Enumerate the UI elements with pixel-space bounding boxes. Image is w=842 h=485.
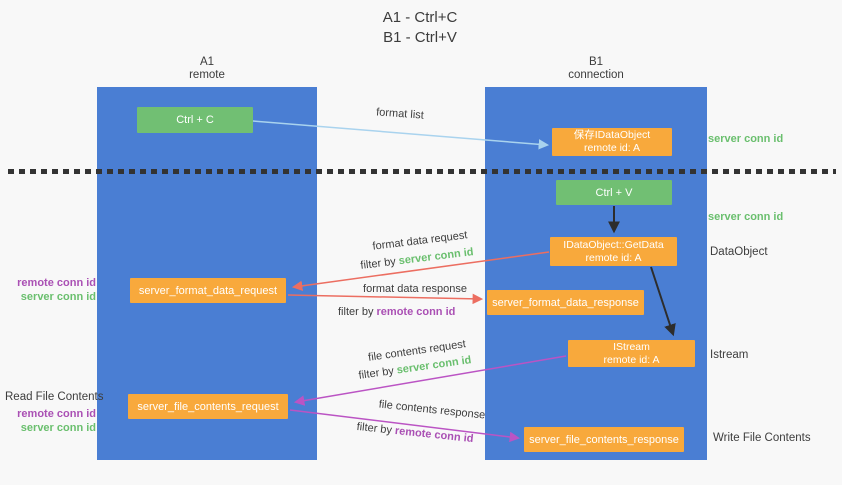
node-file-request-label: server_file_contents_request: [137, 400, 279, 413]
title-line-2: B1 - Ctrl+V: [383, 29, 457, 46]
node-ctrl-v-label: Ctrl + V: [595, 186, 633, 199]
label-read-file-contents: Read File Contents: [5, 391, 104, 403]
node-getdata-line1: IDataObject::GetData: [563, 238, 664, 251]
node-ctrl-v: Ctrl + V: [556, 180, 672, 205]
remote-conn-id-highlight: remote conn id: [394, 424, 474, 446]
filter-by-text: filter by: [338, 306, 377, 318]
node-save-idataobject-line2: remote id: A: [583, 142, 641, 154]
node-istream: IStream remote id: A: [568, 340, 695, 367]
label-istream: Istream: [710, 349, 749, 361]
title-line-1: A1 - Ctrl+C: [382, 9, 458, 26]
left-column-header: A1 remote: [97, 56, 317, 82]
edge-label-format-data-response-filter: filter by remote conn id: [338, 306, 468, 318]
right-column-header: B1 connection: [485, 56, 707, 82]
node-server-file-contents-request: server_file_contents_request: [128, 394, 288, 419]
filter-by-text: filter by: [357, 364, 398, 382]
edge-label-format-list: format list: [375, 106, 425, 122]
node-server-file-contents-response: server_file_contents_response: [524, 427, 684, 452]
label-remote-conn-id-left-1: remote conn id: [17, 277, 96, 289]
left-column-role: remote: [189, 69, 225, 81]
label-remote-conn-id-left-2: remote conn id: [17, 408, 96, 420]
node-ctrl-c: Ctrl + C: [137, 107, 253, 133]
label-server-conn-id-left-2: server conn id: [20, 422, 96, 434]
label-server-conn-id-right-top: server conn id: [708, 133, 784, 145]
node-istream-line2: remote id: A: [603, 353, 660, 366]
dotted-separator-line: [8, 169, 836, 174]
node-save-idataobject: 保存IDataObject remote id: A: [552, 128, 672, 156]
diagram-title: A1 - Ctrl+C B1 - Ctrl+V: [300, 8, 540, 48]
right-column-role: connection: [568, 69, 624, 81]
label-dataobject: DataObject: [710, 246, 768, 258]
left-column-name: A1: [199, 56, 215, 68]
node-getdata-line2: remote id: A: [585, 251, 642, 264]
label-server-conn-id-right-mid: server conn id: [708, 211, 784, 223]
right-column-name: B1: [588, 56, 604, 68]
filter-by-text: filter by: [356, 420, 396, 437]
remote-conn-id-highlight: remote conn id: [376, 306, 456, 318]
node-save-idataobject-line1: 保存IDataObject: [573, 129, 651, 141]
filter-by-text: filter by: [359, 255, 400, 272]
node-server-format-data-response: server_format_data_response: [487, 290, 644, 315]
server-conn-id-highlight: server conn id: [398, 246, 475, 268]
label-write-file-contents: Write File Contents: [713, 432, 811, 444]
node-idataobject-getdata: IDataObject::GetData remote id: A: [550, 237, 677, 266]
edge-label-format-data-response: format data response: [363, 283, 467, 295]
node-server-format-data-request: server_format_data_request: [130, 278, 286, 303]
edge-label-file-contents-response: file contents response: [378, 398, 486, 422]
node-format-response-label: server_format_data_response: [492, 296, 639, 309]
node-format-request-label: server_format_data_request: [138, 284, 278, 297]
label-server-conn-id-left-1: server conn id: [20, 291, 96, 303]
edge-label-file-contents-response-filter: filter by remote conn id: [345, 420, 485, 447]
node-ctrl-c-label: Ctrl + C: [176, 114, 214, 126]
node-istream-line1: IStream: [613, 340, 650, 353]
node-file-response-label: server_file_contents_response: [529, 433, 679, 446]
